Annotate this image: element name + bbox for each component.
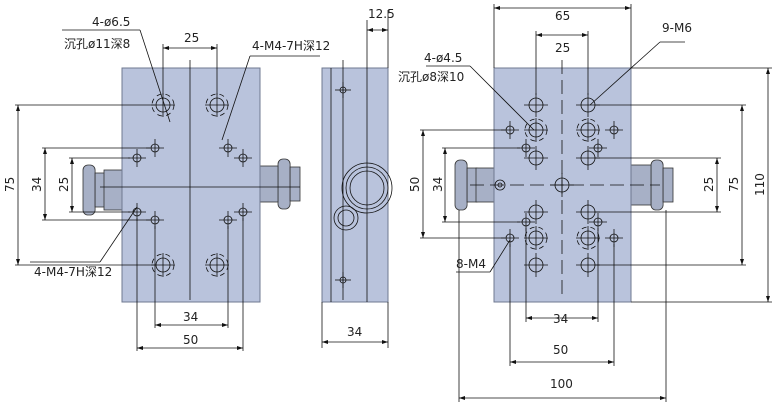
front-view-labels: 4-ø6.5 沉孔ø11深8 25 4-M4-7H深12 4-M4-7H深12 … — [3, 15, 330, 347]
counterbore-outline — [576, 226, 600, 250]
counterbore-outline — [524, 226, 548, 250]
front-dim-top: 25 — [184, 31, 199, 45]
top-view-labels: 65 25 9-M6 4-ø4.5 沉孔ø8深10 8-M4 50 34 25 … — [398, 9, 767, 391]
counterbore-outline — [576, 118, 600, 142]
top-dim-right-110: 110 — [753, 173, 767, 196]
counterbore-outline — [205, 93, 229, 117]
top-counterbore-depth: 沉孔ø8深10 — [398, 70, 464, 84]
counterbore-outline — [151, 93, 175, 117]
leader-line — [589, 41, 661, 106]
lock-screw — [333, 205, 359, 231]
knob-base — [103, 169, 123, 211]
front-dim-75: 75 — [3, 177, 17, 192]
front-dim-34: 34 — [30, 177, 44, 192]
leader-line — [139, 29, 171, 123]
micrometer-boss — [349, 170, 385, 206]
front-thread-callout-bottom: 4-M4-7H深12 — [34, 265, 112, 279]
top-dim-right-25: 25 — [702, 177, 716, 192]
top-dim-65: 65 — [555, 9, 570, 23]
adjustment-knob — [454, 159, 468, 211]
side-plate — [321, 67, 389, 303]
top-dim-left-34: 34 — [431, 177, 445, 192]
lock-screw-inner — [337, 209, 355, 227]
counterbore-outline — [524, 118, 548, 142]
micrometer-boss — [341, 162, 393, 214]
leader-line — [99, 206, 138, 263]
counterbore-outline — [151, 253, 175, 277]
dimension-arrow — [715, 158, 719, 212]
top-dim-bottom-34: 34 — [553, 312, 568, 326]
knob-shaft — [94, 172, 106, 208]
adjustment-knob — [82, 164, 96, 216]
top-m6-callout: 9-M6 — [662, 21, 692, 35]
front-dim-bottom-34: 34 — [183, 310, 198, 324]
leader-line — [221, 55, 251, 141]
dimension-arrow — [536, 33, 588, 37]
front-dim-25: 25 — [57, 177, 71, 192]
top-dim-bottom-100: 100 — [550, 377, 573, 391]
small-plug — [494, 179, 506, 191]
small-plug-inner — [497, 182, 503, 188]
top-counterbore-callout: 4-ø4.5 — [424, 51, 462, 65]
front-plate — [121, 67, 261, 303]
knob-shaft — [662, 167, 674, 203]
side-dim-top: 12.5 — [368, 7, 395, 21]
front-counterbore-callout: 4-ø6.5 — [92, 15, 130, 29]
top-m4-callout: 8-M4 — [456, 257, 486, 271]
micrometer-boss — [345, 166, 389, 210]
adjustment-knob — [277, 158, 291, 210]
front-dim-bottom-50: 50 — [183, 333, 198, 347]
top-dim-25: 25 — [555, 41, 570, 55]
knob-base — [259, 165, 279, 203]
front-thread-callout-top: 4-M4-7H深12 — [252, 39, 330, 53]
dimension-arrow — [70, 158, 74, 212]
side-view-labels: 12.5 34 — [347, 7, 395, 339]
dimension-arrow — [367, 28, 388, 32]
top-dim-bottom-50: 50 — [553, 343, 568, 357]
dimension-arrow — [163, 46, 217, 50]
front-counterbore-depth: 沉孔ø11深8 — [64, 37, 130, 51]
top-dim-left-50: 50 — [408, 177, 422, 192]
knob-shaft — [289, 166, 301, 202]
top-dim-right-75: 75 — [727, 177, 741, 192]
side-dim-bottom: 34 — [347, 325, 362, 339]
leader-line — [469, 65, 535, 131]
leader-line — [489, 239, 511, 273]
